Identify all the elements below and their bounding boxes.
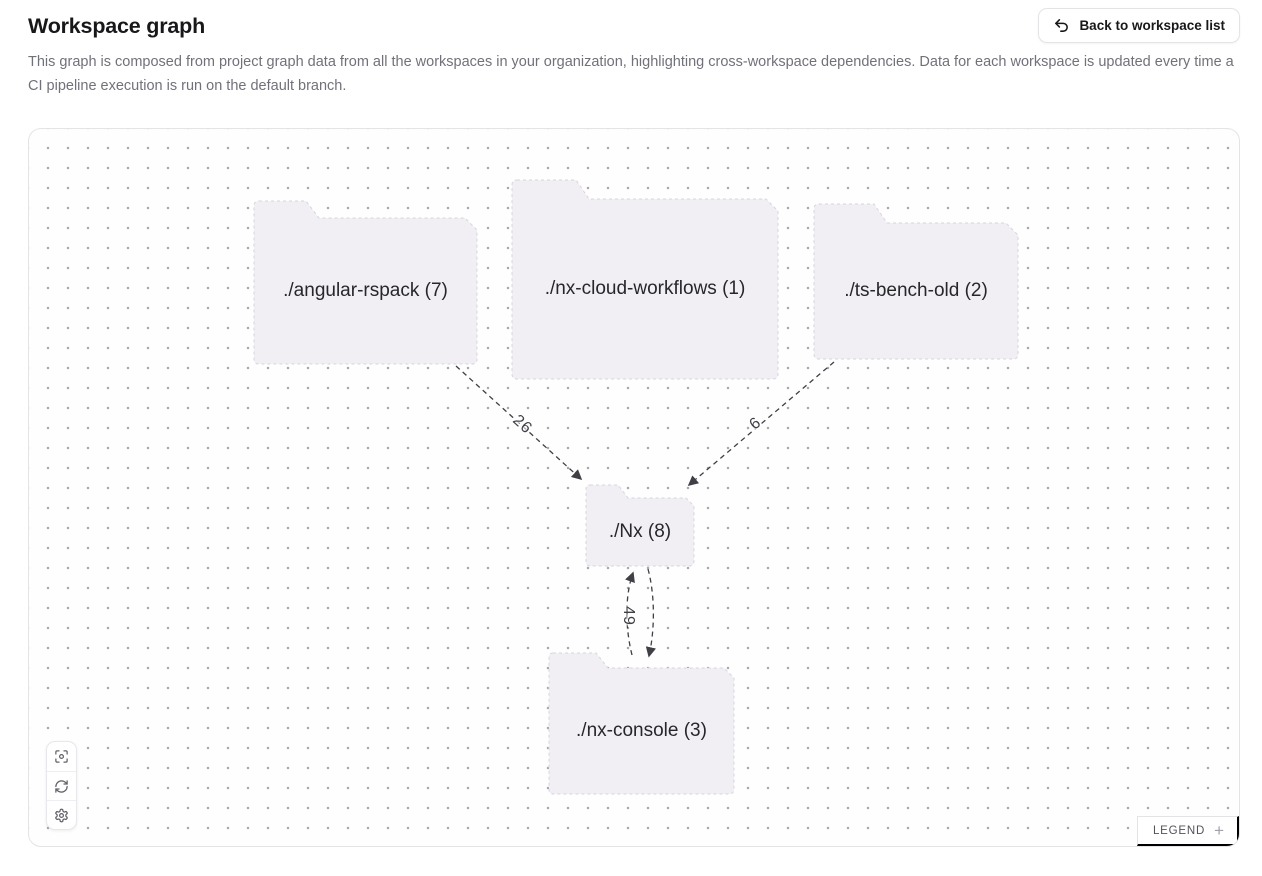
node-shape-angular-rspack[interactable] [253, 200, 478, 365]
node-ts-bench-old[interactable]: ./ts-bench-old (2) [814, 223, 1018, 359]
node-shape-nx-console[interactable] [548, 652, 735, 795]
legend-label: LEGEND [1152, 824, 1206, 837]
node-shape-nx[interactable] [585, 484, 695, 567]
page-title: Workspace graph [28, 14, 206, 38]
canvas-toolbar [46, 741, 77, 831]
graph-canvas[interactable]: ./angular-rspack (7) ./nx-cloud-workflow… [28, 128, 1240, 848]
node-label: ./nx-console (3) [576, 720, 707, 742]
fit-view-icon [54, 749, 69, 764]
edge-ts-bench-old-to-nx [687, 361, 835, 487]
node-label: ./nx-cloud-workflows (1) [544, 278, 746, 300]
legend-toggle[interactable]: LEGEND + [1136, 816, 1239, 847]
node-nx-cloud-workflows[interactable]: ./nx-cloud-workflows (1) [512, 199, 778, 379]
page-header: Workspace graph This graph is composed f… [0, 0, 1262, 98]
edge-count-nx-console-nx: 49 [620, 606, 637, 627]
graph-edges-layer [253, 179, 1019, 795]
node-label: ./Nx (8) [608, 521, 672, 543]
gear-icon [54, 808, 69, 823]
node-shape-ts-bench-old[interactable] [813, 203, 1019, 360]
settings-button[interactable] [47, 800, 76, 829]
back-button-label: Back to workspace list [1079, 18, 1225, 33]
back-to-workspace-list-button[interactable]: Back to workspace list [1038, 8, 1240, 43]
plus-icon: + [1214, 821, 1224, 841]
node-label: ./angular-rspack (7) [283, 280, 448, 302]
node-nx-console[interactable]: ./nx-console (3) [549, 668, 734, 794]
edge-nx-to-nx-console [645, 568, 656, 658]
node-label: ./ts-bench-old (2) [844, 280, 988, 302]
fit-view-button[interactable] [47, 742, 76, 771]
node-nx[interactable]: ./Nx (8) [586, 498, 694, 566]
edge-angular-rspack-to-nx [455, 365, 583, 481]
page-description: This graph is composed from project grap… [28, 54, 1234, 95]
node-angular-rspack[interactable]: ./angular-rspack (7) [254, 218, 477, 364]
refresh-button[interactable] [47, 771, 76, 800]
edge-nx-console-to-nx [625, 571, 635, 656]
node-shape-nx-cloud-workflows[interactable] [511, 179, 779, 380]
refresh-icon [54, 779, 69, 794]
undo-arrow-icon [1053, 17, 1070, 34]
